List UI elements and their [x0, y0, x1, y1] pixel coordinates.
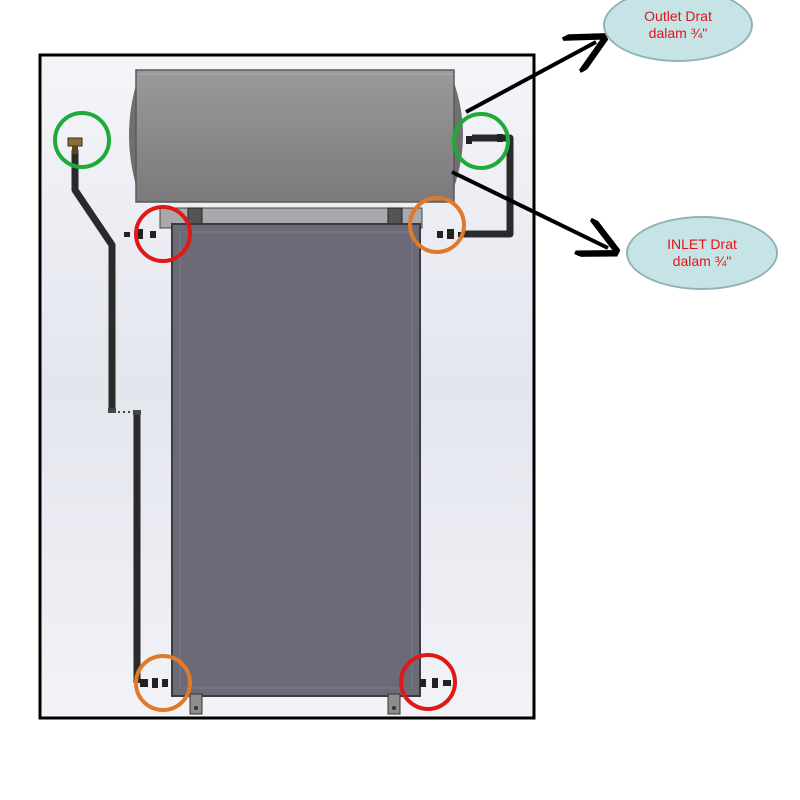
panel-foot-left	[189, 693, 203, 715]
panel-foot-right	[387, 693, 401, 715]
callout-outlet-line1: Outlet Drat	[644, 8, 712, 24]
marker-circle-orange-panel-bottom-left	[134, 654, 192, 712]
callout-outlet: Outlet Drat dalam ¾"	[603, 0, 753, 62]
arrow-to-inlet	[451, 170, 608, 248]
port-fittings	[124, 134, 503, 688]
left-pipe-upper	[71, 150, 116, 410]
marker-circle-orange-panel-top-right	[408, 196, 466, 254]
top-left-valve	[67, 137, 83, 154]
callout-inlet-line1: INLET Drat	[667, 236, 737, 252]
marker-circle-red-panel-bottom-right	[399, 653, 457, 711]
marker-circle-red-panel-top-left	[134, 205, 192, 263]
collector-panel	[171, 223, 421, 697]
collector-panel-inner	[179, 231, 413, 689]
storage-tank	[135, 69, 455, 203]
arrow-to-outlet	[465, 42, 596, 114]
right-pipe	[462, 134, 514, 238]
callout-outlet-line2: dalam ¾"	[648, 25, 708, 41]
callout-inlet: INLET Drat dalam ¾"	[626, 216, 778, 290]
callout-inlet-line2: dalam ¾"	[672, 253, 732, 269]
marker-circle-green-top-left	[53, 111, 111, 169]
marker-circle-green-tank-right	[452, 112, 510, 170]
